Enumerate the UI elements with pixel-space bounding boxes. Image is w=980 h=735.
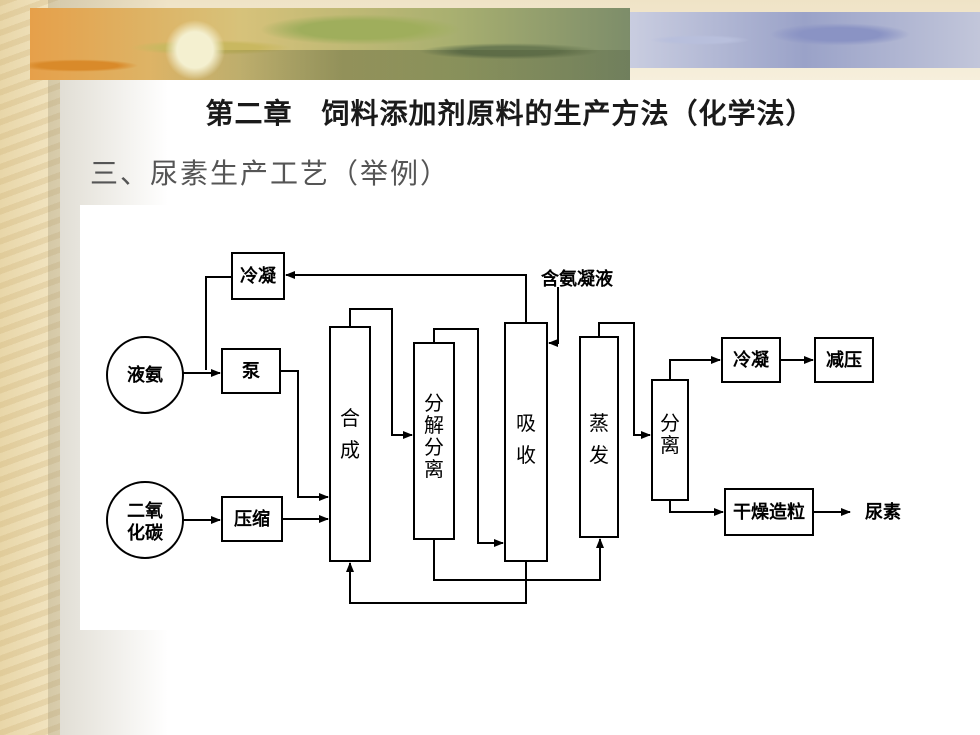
- co2-label-line2: 化碳: [127, 522, 164, 544]
- slide-title: 第二章 饲料添加剂原料的生产方法（化学法）: [205, 97, 815, 130]
- synthesis-label-2: 成: [340, 438, 360, 462]
- process-flow-diagram: 液氨 二氧 化碳 冷凝 泵 压缩 冷凝 减压 干燥造粒 含氨凝液 尿素 合 成 …: [80, 205, 980, 630]
- evaporate-label-2: 发: [589, 443, 609, 467]
- compress-label: 压缩: [234, 508, 270, 530]
- absorb-label-1: 吸: [516, 411, 536, 435]
- synthesis-label-1: 合: [340, 406, 360, 430]
- decompose-label-3: 分: [424, 435, 444, 459]
- condense-top-label: 冷凝: [240, 265, 277, 287]
- slide-subtitle: 三、尿素生产工艺（举例）: [90, 157, 451, 190]
- absorb-label-2: 收: [516, 443, 536, 467]
- decorative-banner-shadow: [150, 50, 630, 80]
- decorative-banner-right: [630, 12, 980, 68]
- flow-svg: 液氨 二氧 化碳 冷凝 泵 压缩 冷凝 减压 干燥造粒 含氨凝液 尿素 合 成 …: [106, 252, 901, 604]
- reduce-pressure-box: [814, 337, 874, 383]
- decompose-label-2: 解: [424, 413, 444, 437]
- co2-label-line1: 二氧: [127, 500, 163, 522]
- left-parchment-border: [0, 0, 60, 735]
- product-label: 尿素: [865, 502, 901, 523]
- separate-label-2: 离: [660, 433, 680, 457]
- decorative-leaf: [160, 20, 230, 80]
- decorative-banner-left: [30, 8, 630, 80]
- separate-label-1: 分: [660, 411, 680, 435]
- evaporate-column: [579, 336, 619, 538]
- dry-granulate-label: 干燥造粒: [733, 501, 805, 523]
- ammonia-condensate-label: 含氨凝液: [541, 268, 614, 290]
- ammonia-circle: [106, 336, 184, 414]
- pump-label: 泵: [242, 361, 260, 382]
- reduce-pressure-label: 减压: [826, 349, 862, 371]
- ammonia-label: 液氨: [127, 364, 163, 386]
- absorb-column: [504, 322, 548, 562]
- evaporate-label-1: 蒸: [589, 411, 609, 435]
- decompose-label-4: 离: [424, 457, 444, 481]
- decompose-label-1: 分: [424, 391, 444, 415]
- condense-right-label: 冷凝: [733, 349, 770, 371]
